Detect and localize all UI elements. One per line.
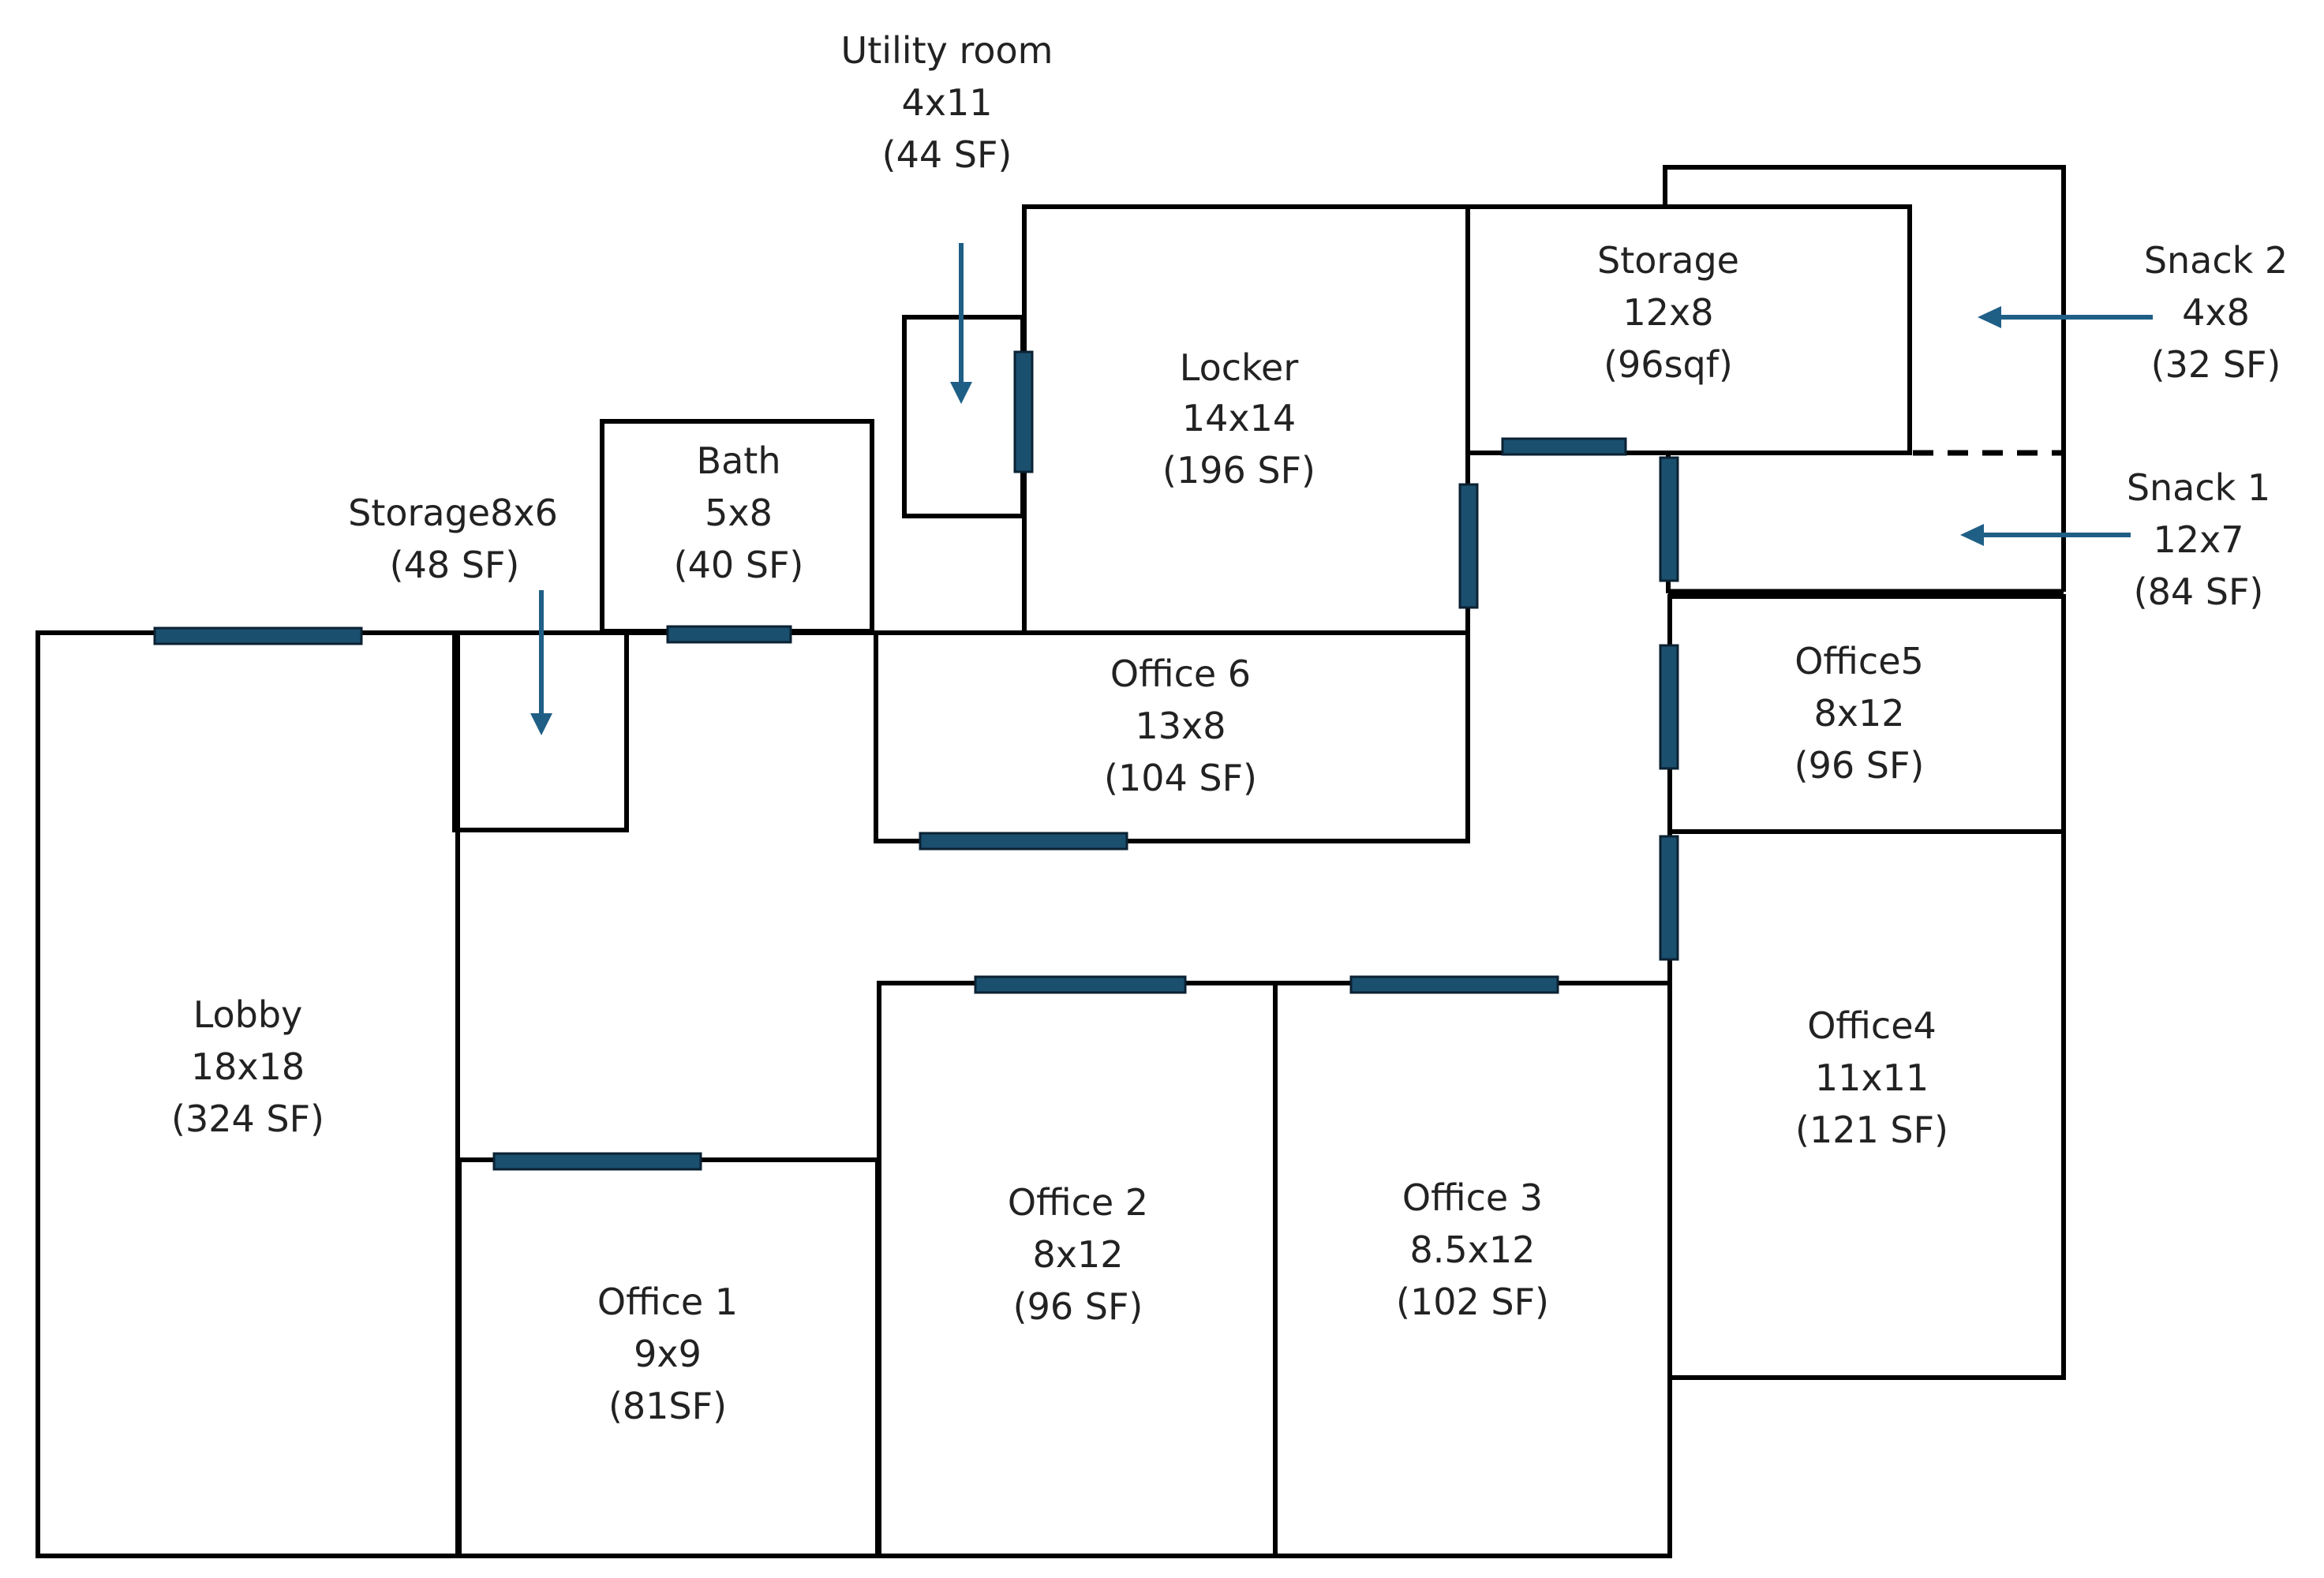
door-office5 <box>1659 644 1679 770</box>
office1-area: (81SF) <box>608 1385 727 1427</box>
office4-walls <box>1667 829 2066 1380</box>
snack1-arrowhead <box>1960 524 1984 546</box>
office4-dims: 11x11 <box>1815 1056 1929 1099</box>
storage-small-name: Storage8x6 <box>348 492 558 534</box>
walls <box>36 165 2066 1558</box>
lobby-walls <box>36 630 460 1558</box>
locker-name: Locker <box>1180 346 1299 389</box>
snack-outer-walls <box>1663 165 2066 592</box>
storage-top-walls <box>1465 204 1912 455</box>
locker-area: (196 SF) <box>1162 449 1315 492</box>
office1-name: Office 1 <box>597 1281 738 1323</box>
storage-top-name: Storage <box>1597 239 1739 282</box>
locker-dims: 14x14 <box>1182 397 1296 439</box>
office6-dims: 13x8 <box>1135 705 1226 747</box>
snack1-name: Snack 1 <box>2127 466 2270 509</box>
door-office4 <box>1659 835 1679 961</box>
snack2-arrowhead <box>1978 306 2001 328</box>
door-snack1 <box>1659 456 1679 582</box>
door-locker <box>1458 483 1479 609</box>
storage-top-area: (96sqf) <box>1604 343 1733 386</box>
door-storage-top <box>1501 437 1627 456</box>
office1-dims: 9x9 <box>634 1333 702 1375</box>
utility-room-name: Utility room <box>841 29 1053 72</box>
door-office1 <box>492 1152 702 1171</box>
snack2-name: Snack 2 <box>2144 239 2288 282</box>
arrows <box>530 243 2153 735</box>
snack1-dims: 12x7 <box>2153 518 2244 561</box>
office6-name: Office 6 <box>1110 653 1251 695</box>
office4-name: Office4 <box>1807 1004 1937 1047</box>
office3-area: (102 SF) <box>1396 1281 1549 1323</box>
doors <box>153 350 1679 1171</box>
office2-dims: 8x12 <box>1032 1233 1123 1276</box>
storage-small-area: (48 SF) <box>390 544 520 586</box>
door-bath <box>666 625 792 644</box>
bath-name: Bath <box>697 439 781 482</box>
office5-name: Office5 <box>1794 640 1924 682</box>
snack2-area: (32 SF) <box>2151 343 2281 386</box>
door-office2 <box>974 975 1187 994</box>
storage-top-dims: 12x8 <box>1622 291 1713 334</box>
snack2-dims: 4x8 <box>2182 291 2250 334</box>
office5-area: (96 SF) <box>1794 744 1925 787</box>
office3-name: Office 3 <box>1402 1176 1543 1219</box>
office4-area: (121 SF) <box>1795 1109 1948 1151</box>
snack1-area: (84 SF) <box>2134 570 2264 613</box>
storage-small-arrowhead <box>530 713 552 735</box>
utility-room-dims: 4x11 <box>901 81 992 124</box>
office5-dims: 8x12 <box>1813 692 1904 735</box>
lobby-dims: 18x18 <box>191 1045 305 1088</box>
office2-name: Office 2 <box>1008 1181 1148 1224</box>
office3-dims: 8.5x12 <box>1410 1228 1536 1271</box>
lobby-name: Lobby <box>193 993 303 1036</box>
office6-area: (104 SF) <box>1104 757 1257 799</box>
bath-dims: 5x8 <box>705 492 773 534</box>
labels: Utility room 4x11 (44 SF) Locker 14x14 (… <box>171 29 2288 1427</box>
office6-walls <box>874 630 1470 843</box>
bath-area: (40 SF) <box>674 544 804 586</box>
door-lobby <box>153 626 363 645</box>
utility-room-area: (44 SF) <box>882 133 1012 176</box>
office2-area: (96 SF) <box>1013 1285 1143 1328</box>
door-office3 <box>1349 975 1559 994</box>
lobby-area: (324 SF) <box>171 1097 324 1140</box>
door-utility <box>1013 350 1034 473</box>
door-office6 <box>919 832 1128 851</box>
utility-arrowhead <box>950 382 972 404</box>
